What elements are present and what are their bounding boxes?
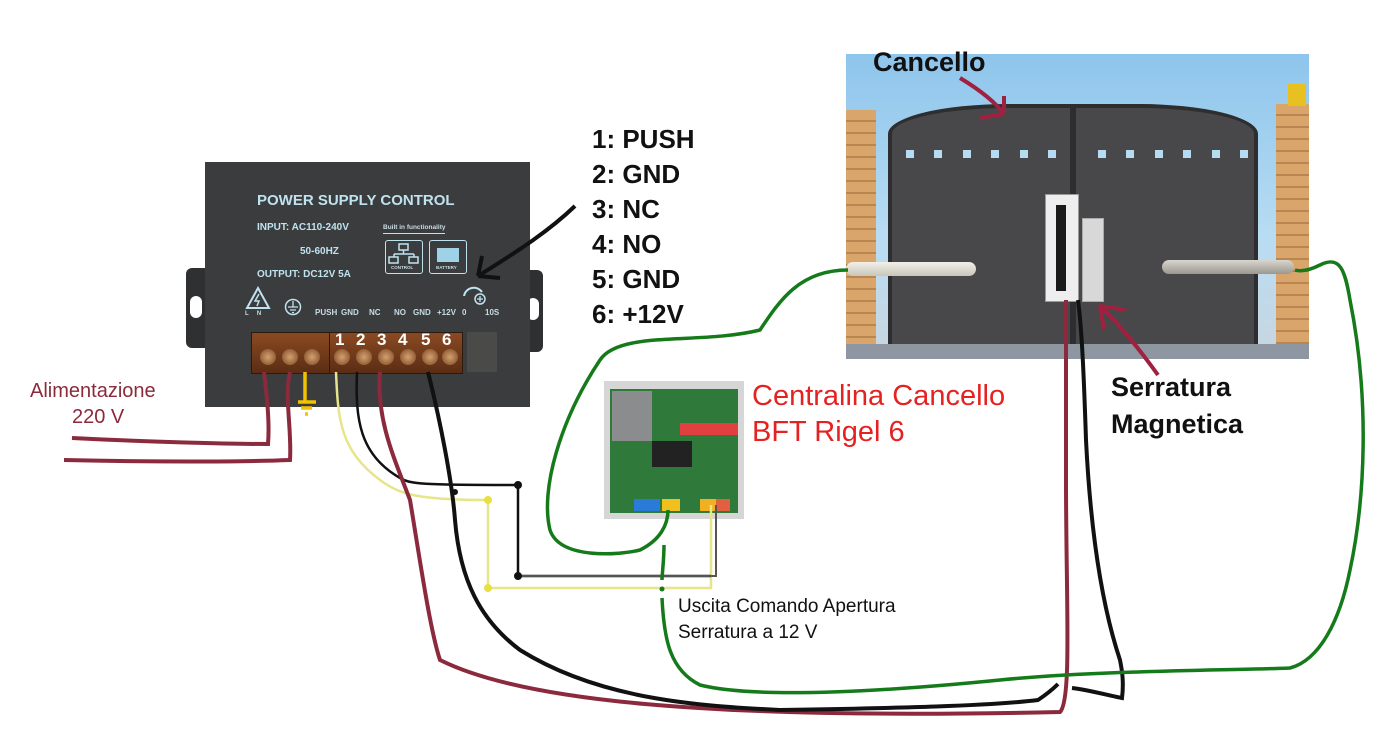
terminal-label-gnd2: GND <box>413 308 431 317</box>
orange-terminals <box>716 499 730 511</box>
yellow-terminals <box>662 499 680 511</box>
mains-label-line1: Alimentazione <box>30 380 156 402</box>
terminal-number-2: 2 <box>356 330 366 349</box>
pin-label-4: 4: NO <box>592 229 662 259</box>
pin-label-6: 6: +12V <box>592 299 684 329</box>
gate-ground <box>846 344 1309 359</box>
red-terminal-strip <box>680 423 738 435</box>
magnetic-lock-electromagnet <box>1045 194 1079 302</box>
gate-photo <box>846 54 1309 359</box>
gate-windows-right <box>1098 150 1248 158</box>
psu-builtin-label: Built in functionality <box>383 224 446 234</box>
gate-label: Cancello <box>873 47 986 77</box>
terminal-number-5: 5 <box>421 330 431 349</box>
terminal-label-nc: NC <box>369 308 381 317</box>
magnetic-lock-armature <box>1082 218 1104 302</box>
pin-label-5: 5: GND <box>592 264 681 294</box>
pin-label-1: 1: PUSH <box>592 124 695 154</box>
gate-pillar-right <box>1276 104 1309 359</box>
power-lock-wire <box>426 299 1125 713</box>
high-voltage-warning-icon <box>245 286 271 309</box>
control-unit-label-line2: BFT Rigel 6 <box>752 416 905 448</box>
control-icon-label: CONTROL <box>391 265 414 270</box>
magnetic-lock-label-line1: Serratura <box>1111 372 1232 402</box>
line-neutral-label: L N <box>245 311 262 317</box>
pin-label-2: 2: GND <box>592 159 681 189</box>
psu-frequency-spec: 50-60HZ <box>300 246 339 257</box>
control-icon: CONTROL <box>385 240 423 274</box>
terminal-number-3: 3 <box>377 330 387 349</box>
terminal-label-no: NO <box>394 308 406 317</box>
gate-control-board <box>604 381 744 519</box>
transformer <box>612 391 652 441</box>
timer-label-min: 0 <box>462 308 467 317</box>
psu-output-spec: OUTPUT: DC12V 5A <box>257 269 351 280</box>
terminal-number-4: 4 <box>398 330 408 349</box>
gate-windows-left <box>906 150 1056 158</box>
psu-title: POWER SUPPLY CONTROL <box>257 192 455 209</box>
terminal-label-12v: +12V <box>437 308 456 317</box>
timer-label-max: 10S <box>485 308 500 317</box>
magnetic-lock-label-line2: Magnetica <box>1111 409 1244 439</box>
blue-terminals <box>634 499 660 511</box>
battery-icon-label: BATTERY <box>436 265 457 270</box>
earth-ground-icon <box>284 298 302 316</box>
mains-terminal-block <box>251 332 331 374</box>
lock-output-label-line2: Serratura a 12 V <box>678 622 818 643</box>
control-unit-label-line1: Centralina Cancello <box>752 380 1006 412</box>
gate-mailbox <box>1288 84 1306 106</box>
lock-output-label-line1: Uscita Comando Apertura <box>678 596 896 617</box>
output-terminal-block: 1 2 3 4 5 6 <box>329 330 463 374</box>
power-supply-unit: POWER SUPPLY CONTROL INPUT: AC110-240V 5… <box>205 162 530 407</box>
timer-adjust-icon <box>463 286 486 305</box>
terminal-label-push: PUSH <box>315 308 338 317</box>
pin-label-3: 3: NC <box>592 194 660 224</box>
gate-actuator-left <box>846 262 976 276</box>
mains-label-line2: 220 V <box>72 406 125 428</box>
psu-input-spec: INPUT: AC110-240V <box>257 222 349 233</box>
gate-actuator-right <box>1162 260 1294 274</box>
lock-output-terminals <box>700 499 716 511</box>
battery-icon: BATTERY <box>429 240 467 274</box>
timer-potentiometer <box>467 332 497 372</box>
terminal-number-6: 6 <box>442 330 452 349</box>
relay-bank <box>652 441 692 467</box>
terminal-number-1: 1 <box>335 330 345 349</box>
terminal-label-gnd: GND <box>341 308 359 317</box>
gate-pillar-left <box>846 110 876 359</box>
